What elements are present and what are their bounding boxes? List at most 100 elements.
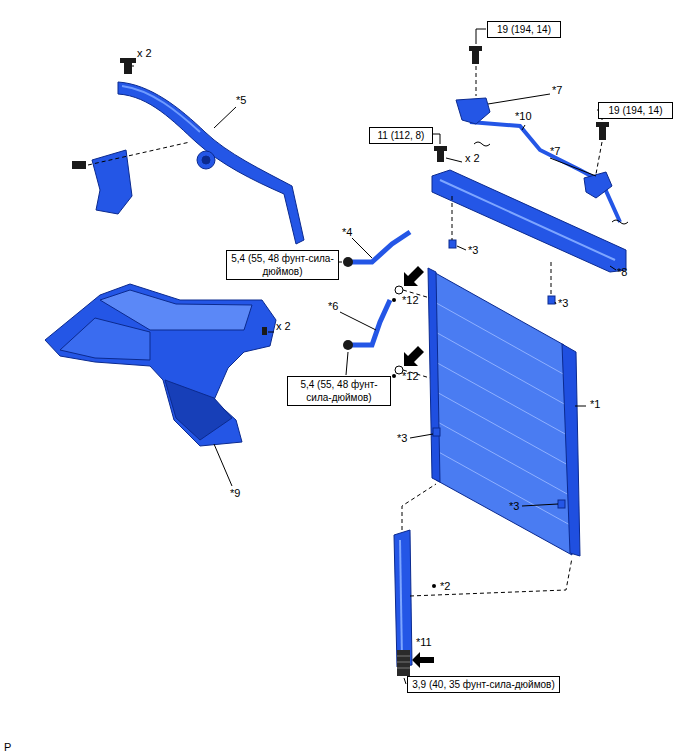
leader-line: [410, 434, 433, 438]
upper-bracket: [197, 151, 215, 169]
air-guide: [60, 318, 150, 360]
direction-arrow: [404, 346, 424, 366]
cushion: [449, 240, 456, 248]
callout-number: *10: [515, 110, 532, 123]
torque-spec-box: 19 (194, 14): [487, 21, 561, 38]
callout-number: *3: [397, 432, 407, 445]
leader-line: [214, 444, 232, 486]
upper-bracket: [88, 142, 190, 165]
bullet-mark: [392, 298, 396, 302]
cushion: [551, 262, 552, 296]
leader-line: [404, 678, 406, 684]
upper-support: [432, 170, 626, 272]
cushion: [452, 196, 453, 240]
callout-number: *5: [236, 94, 246, 107]
upper-bracket: [122, 86, 200, 132]
torque-spec-box: 11 (112, 8): [369, 127, 433, 144]
air-guide: [45, 284, 276, 446]
upper-support: [456, 98, 490, 124]
callout-number: *7: [552, 84, 562, 97]
upper-support: [596, 142, 602, 174]
condenser: [428, 268, 580, 556]
leader-line: [488, 94, 550, 104]
torque-value: 19 (194, 14): [603, 104, 668, 117]
pipe: [343, 340, 353, 350]
torque-value: 5,4 (55, 48 фунт-сила-дюймов): [292, 378, 386, 404]
upper-bracket: [118, 82, 304, 244]
bullet-mark: [392, 298, 436, 689]
cushion: [433, 428, 440, 436]
desiccant: [400, 540, 402, 660]
leader-line: [457, 246, 466, 250]
torque-spec-box: 5,4 (55, 48 фунт-сила-дюймов): [287, 376, 391, 406]
callout-number: *2: [440, 580, 450, 593]
upper-support: [470, 122, 620, 222]
page-mark: P: [4, 741, 11, 754]
desiccant: [394, 484, 572, 676]
leader-line: [132, 29, 616, 684]
leader-line: [476, 29, 486, 44]
condenser: [432, 360, 567, 435]
torque-value: 3,9 (40, 35 фунт-сила-дюймов): [412, 678, 555, 691]
air-guide: [100, 290, 252, 330]
bullet-mark: [392, 374, 396, 378]
upper-support: [584, 172, 612, 198]
torque-value: 5,4 (55, 48 фунт-сила-дюймов): [231, 252, 334, 278]
upper-support: [474, 142, 490, 146]
callout-number: *11: [416, 636, 432, 649]
air-guide: [262, 327, 267, 335]
leader-line: [446, 158, 462, 162]
leader-line: [346, 352, 348, 375]
upper-support: [469, 46, 482, 51]
callout-number: *3: [468, 244, 478, 257]
leader-line: [555, 302, 556, 304]
upper-support: [476, 66, 477, 96]
callout-number: *3: [558, 297, 568, 310]
leader-line: [340, 312, 376, 330]
air-guide: [45, 284, 276, 446]
condenser: [430, 270, 572, 555]
condenser: [428, 268, 440, 482]
pipe: [350, 232, 410, 262]
air-guide: [165, 380, 232, 440]
condenser: [434, 420, 569, 495]
quantity-label: x 2: [465, 152, 480, 165]
callout-number: *3: [509, 500, 519, 513]
leader-line: [575, 406, 586, 407]
callout-number: *1: [590, 398, 600, 411]
condenser: [431, 300, 570, 525]
direction-arrow: [412, 652, 434, 668]
desiccant: [397, 656, 410, 657]
cushion: [558, 500, 565, 508]
torque-spec-box: 3,9 (40, 35 фунт-сила-дюймов): [407, 676, 560, 693]
condenser: [431, 300, 565, 375]
desiccant: [402, 484, 436, 530]
condenser: [562, 344, 580, 556]
callout-number: *9: [230, 487, 240, 500]
upper-bracket: [202, 156, 210, 164]
upper-support: [612, 220, 628, 224]
pipe: [395, 286, 403, 294]
desiccant: [397, 650, 410, 676]
callout-number: *4: [342, 226, 352, 239]
direction-arrow: [404, 266, 424, 286]
quantity-label: x 2: [137, 47, 152, 60]
leader-line: [550, 158, 596, 176]
condenser: [435, 450, 570, 525]
desiccant: [397, 668, 410, 669]
pipe: [350, 300, 390, 345]
callout-number: *8: [617, 266, 627, 279]
callout-number: *6: [328, 300, 338, 313]
leader-line: [433, 134, 440, 144]
torque-spec-box: 5,4 (55, 48 фунт-сила-дюймов): [226, 250, 339, 280]
upper-bracket: [72, 161, 86, 169]
quantity-label: x 2: [276, 320, 291, 333]
leader-line: [214, 107, 236, 128]
cushion: [548, 296, 555, 304]
callout-number: *12: [402, 370, 419, 383]
pipe: [395, 366, 403, 374]
pipe: [343, 257, 353, 267]
leader-line: [268, 332, 274, 333]
cushion: [433, 196, 565, 508]
